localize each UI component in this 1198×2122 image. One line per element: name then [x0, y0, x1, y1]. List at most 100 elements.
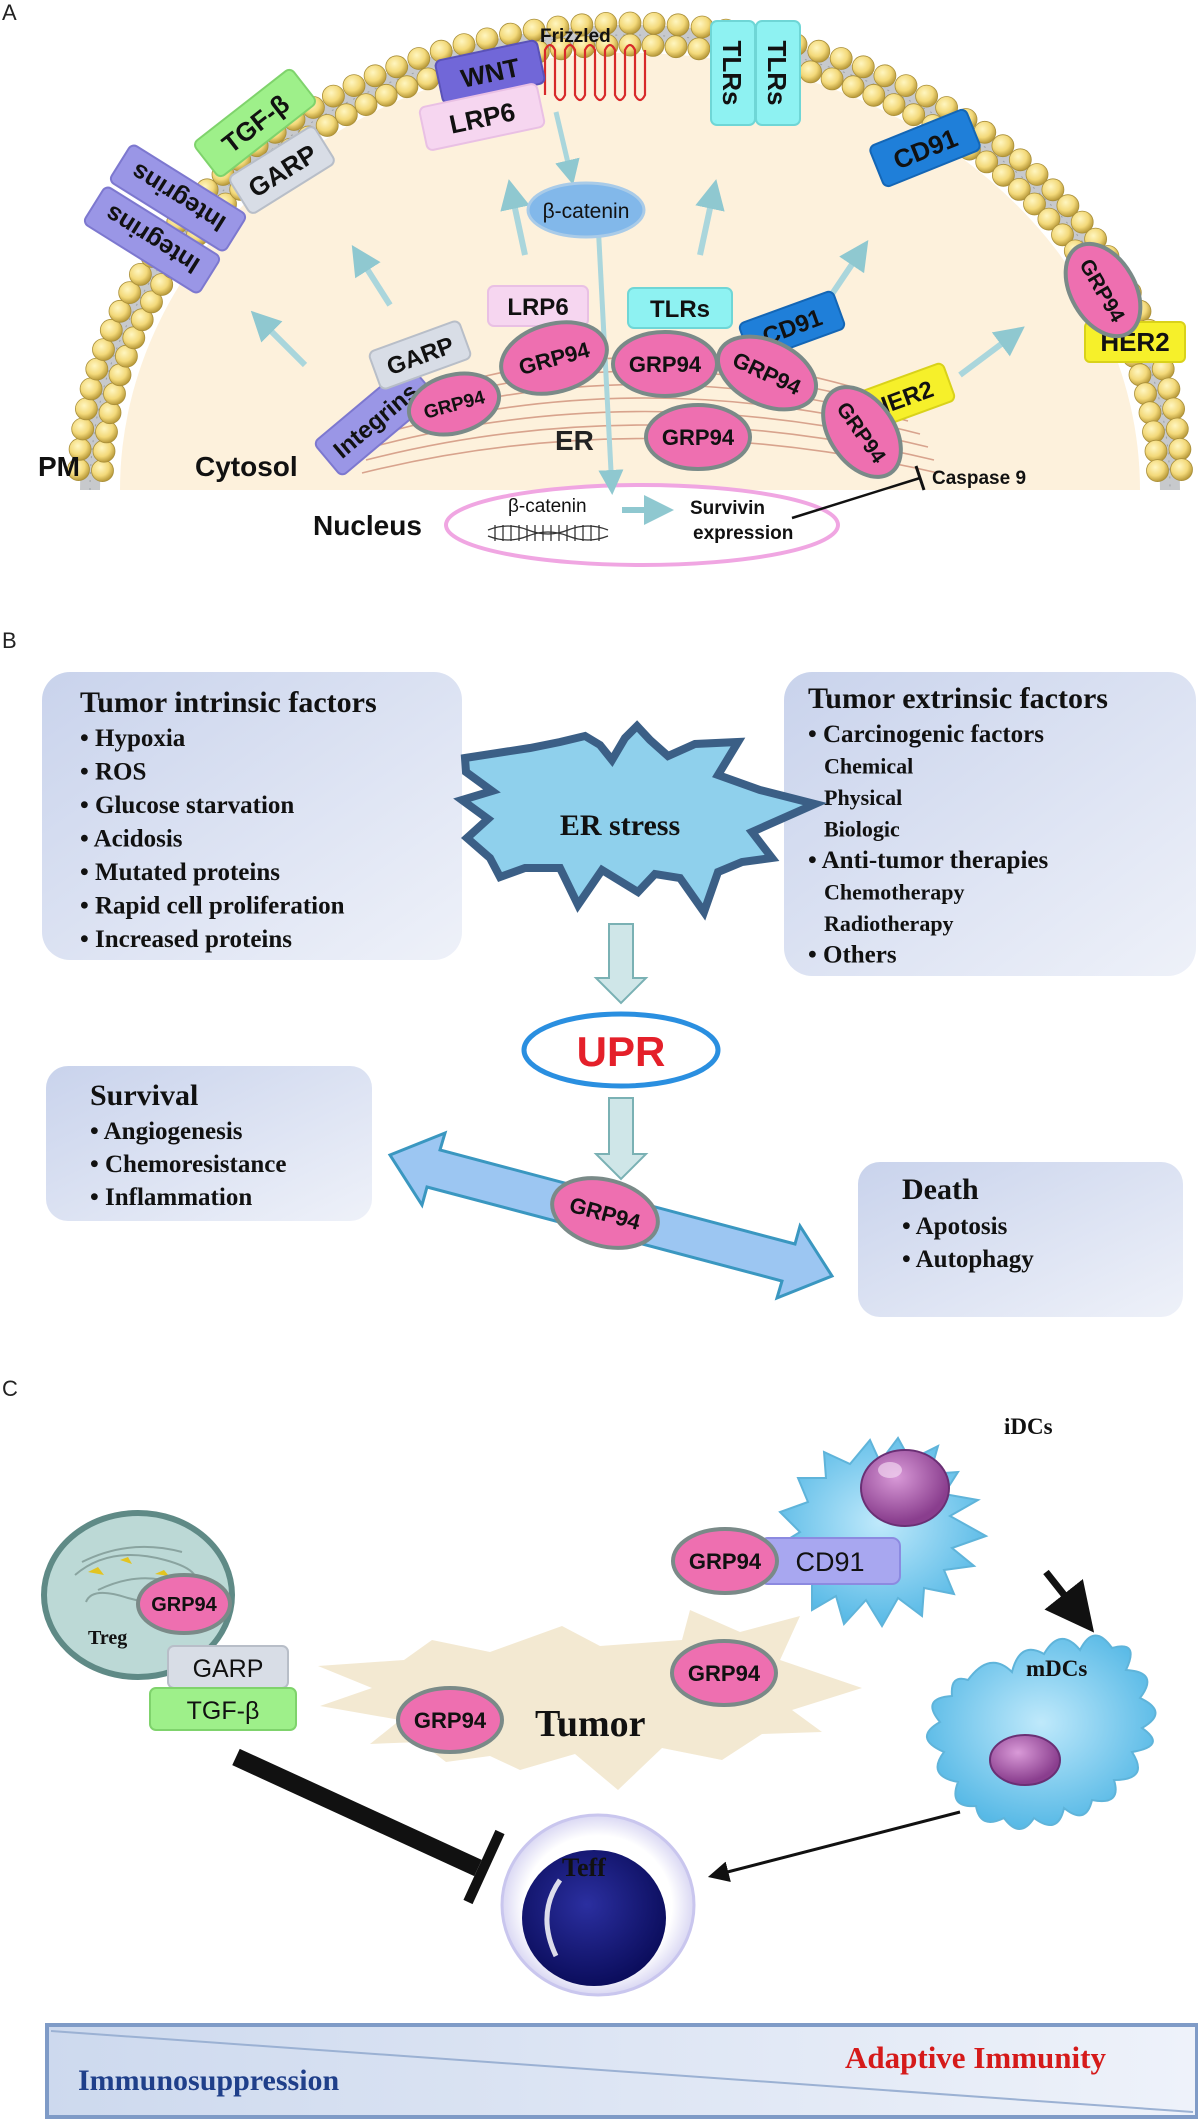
extrinsic-factor-item: • Others — [808, 942, 897, 969]
lipid-head — [103, 382, 126, 406]
extrinsic-factor-item: Physical — [824, 785, 902, 810]
svg-text:GRP94: GRP94 — [689, 1549, 762, 1574]
panel-a: A PM Cytosol ER Nucleus β-catenin — [2, 0, 1193, 567]
lipid-head — [128, 262, 152, 286]
panel-c: C Tumor GRP94 GRP94 GRP94 Treg GARP TGF-… — [2, 1376, 1198, 2119]
treg-label: Treg — [88, 1627, 127, 1649]
pm-label: PM — [38, 451, 80, 482]
intrinsic-factor-item: • ROS — [80, 759, 146, 786]
lipid-head — [1157, 377, 1181, 401]
extrinsic-factor-list: • Carcinogenic factorsChemicalPhysicalBi… — [808, 721, 1048, 969]
svg-text:TLRs: TLRs — [650, 296, 710, 323]
lipid-head — [85, 357, 109, 381]
lipid-head — [862, 83, 886, 107]
mdcs-label: mDCs — [1026, 1656, 1087, 1681]
intrinsic-factor-item: • Acidosis — [80, 826, 183, 853]
lipid-head — [130, 308, 154, 332]
lipid-head — [841, 75, 865, 99]
teff-label: Teff — [562, 1853, 606, 1882]
lipid-head — [618, 11, 642, 35]
svg-text:GRP94: GRP94 — [629, 352, 702, 377]
intrinsic-factor-item: • Mutated proteins — [80, 859, 280, 886]
lipid-head — [894, 74, 918, 97]
lipid-head — [1023, 192, 1046, 216]
lipid-head — [915, 84, 938, 108]
lipid-head — [75, 397, 98, 421]
lipid-head — [71, 417, 95, 441]
lipid-head — [321, 84, 345, 108]
lipid-head — [902, 103, 926, 127]
lipid-head — [315, 114, 339, 137]
grp94-tumor-1: GRP94 — [396, 1686, 504, 1754]
lipid-head — [991, 134, 1015, 158]
tumor-burst — [318, 1610, 862, 1790]
upr-to-grp94-arrow — [593, 1097, 649, 1181]
lipid-head — [354, 93, 378, 116]
extrinsic-factor-item: Biologic — [824, 817, 900, 842]
svg-text:TLRs: TLRs — [762, 41, 792, 106]
frizzled-label: Frizzled — [540, 26, 611, 47]
lipid-head — [1162, 397, 1185, 421]
lipid-head — [642, 11, 666, 35]
beta-catenin-cytosol-label: β-catenin — [543, 200, 630, 223]
survival-item: • Chemoresistance — [90, 1151, 286, 1178]
lipid-head — [799, 60, 822, 84]
grp94-er-1: GRP94 — [406, 371, 502, 437]
lipid-head — [1138, 401, 1162, 425]
extrinsic-title: Tumor extrinsic factors — [808, 682, 1108, 715]
lipid-head — [1007, 177, 1031, 201]
lipid-head — [992, 163, 1015, 187]
lrp6-er: LRP6 — [487, 285, 589, 327]
grp94-er-4: GRP94 — [715, 334, 819, 412]
frizzled-receptor — [543, 43, 647, 102]
cd91-idc-label: CD91 — [795, 1547, 864, 1577]
intrinsic-factor-list: • Hypoxia• ROS• Glucose starvation• Acid… — [80, 725, 345, 953]
survival-item: • Inflammation — [90, 1184, 252, 1211]
lipid-head — [829, 47, 853, 70]
lipid-head — [92, 338, 115, 362]
lipid-head — [546, 15, 570, 39]
beta-catenin-nucleus: β-catenin — [508, 496, 587, 517]
death-list: • Apotosis• Autophagy — [902, 1213, 1034, 1273]
lipid-head — [1008, 148, 1032, 172]
mdc-nucleus — [989, 1734, 1061, 1786]
grp94-er-5: GRP94 — [644, 403, 752, 471]
lipid-head — [385, 55, 409, 79]
lipid-head — [1134, 382, 1157, 406]
intrinsic-factor-item: • Hypoxia — [80, 725, 186, 752]
tgfb-treg — [149, 1687, 297, 1731]
mdc-to-teff-arrow — [707, 1810, 961, 1882]
lipid-head — [1037, 207, 1061, 231]
nucleus — [444, 483, 840, 567]
tlrs-er: TLRs — [627, 287, 733, 329]
lipid-head — [95, 420, 118, 444]
lipid-head — [1025, 163, 1049, 186]
lipid-head — [395, 75, 419, 99]
lipid-head — [98, 401, 122, 425]
lipid-head — [851, 55, 875, 79]
intrinsic-factors-box — [42, 672, 462, 960]
svg-text:GRP94: GRP94 — [662, 425, 735, 450]
lipid-head — [92, 439, 116, 463]
lipid-head — [1144, 439, 1168, 463]
lipid-head — [1165, 417, 1189, 441]
grp94-er-2: GRP94 — [499, 320, 609, 396]
transport-arrows — [250, 179, 1025, 378]
idc-nucleus — [860, 1449, 950, 1527]
lipid-head — [1146, 459, 1169, 483]
dna-icon — [487, 525, 609, 541]
tumor-label: Tumor — [535, 1703, 646, 1745]
grp94-tumor-2: GRP94 — [670, 1639, 778, 1707]
lipid-head — [150, 273, 174, 296]
lipid-head — [1056, 194, 1080, 218]
garp-treg-label: GARP — [193, 1655, 264, 1683]
lipid-head — [807, 39, 831, 63]
extrinsic-factor-item: Chemical — [824, 754, 913, 779]
nucleus-label: Nucleus — [313, 510, 422, 541]
survival-box — [46, 1066, 372, 1221]
survivin-label: Survivin — [690, 498, 765, 519]
lipid-head — [334, 103, 358, 127]
death-box — [858, 1162, 1183, 1317]
survival-title: Survival — [90, 1079, 198, 1112]
lipid-head — [594, 11, 618, 35]
